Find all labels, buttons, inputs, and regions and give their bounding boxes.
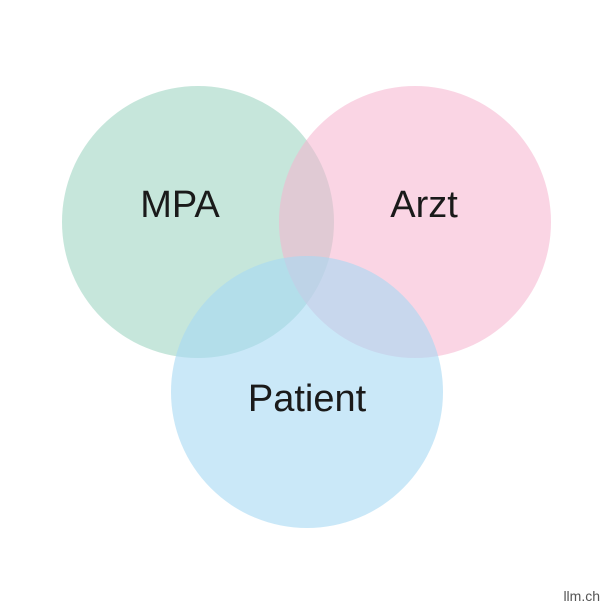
watermark: llm.ch: [563, 588, 600, 604]
circle-patient: [171, 256, 443, 528]
label-patient: Patient: [248, 378, 367, 420]
venn-circles: [62, 86, 551, 528]
venn-labels: MPA Arzt Patient: [140, 184, 458, 420]
label-arzt: Arzt: [390, 184, 458, 226]
label-mpa: MPA: [140, 184, 220, 226]
